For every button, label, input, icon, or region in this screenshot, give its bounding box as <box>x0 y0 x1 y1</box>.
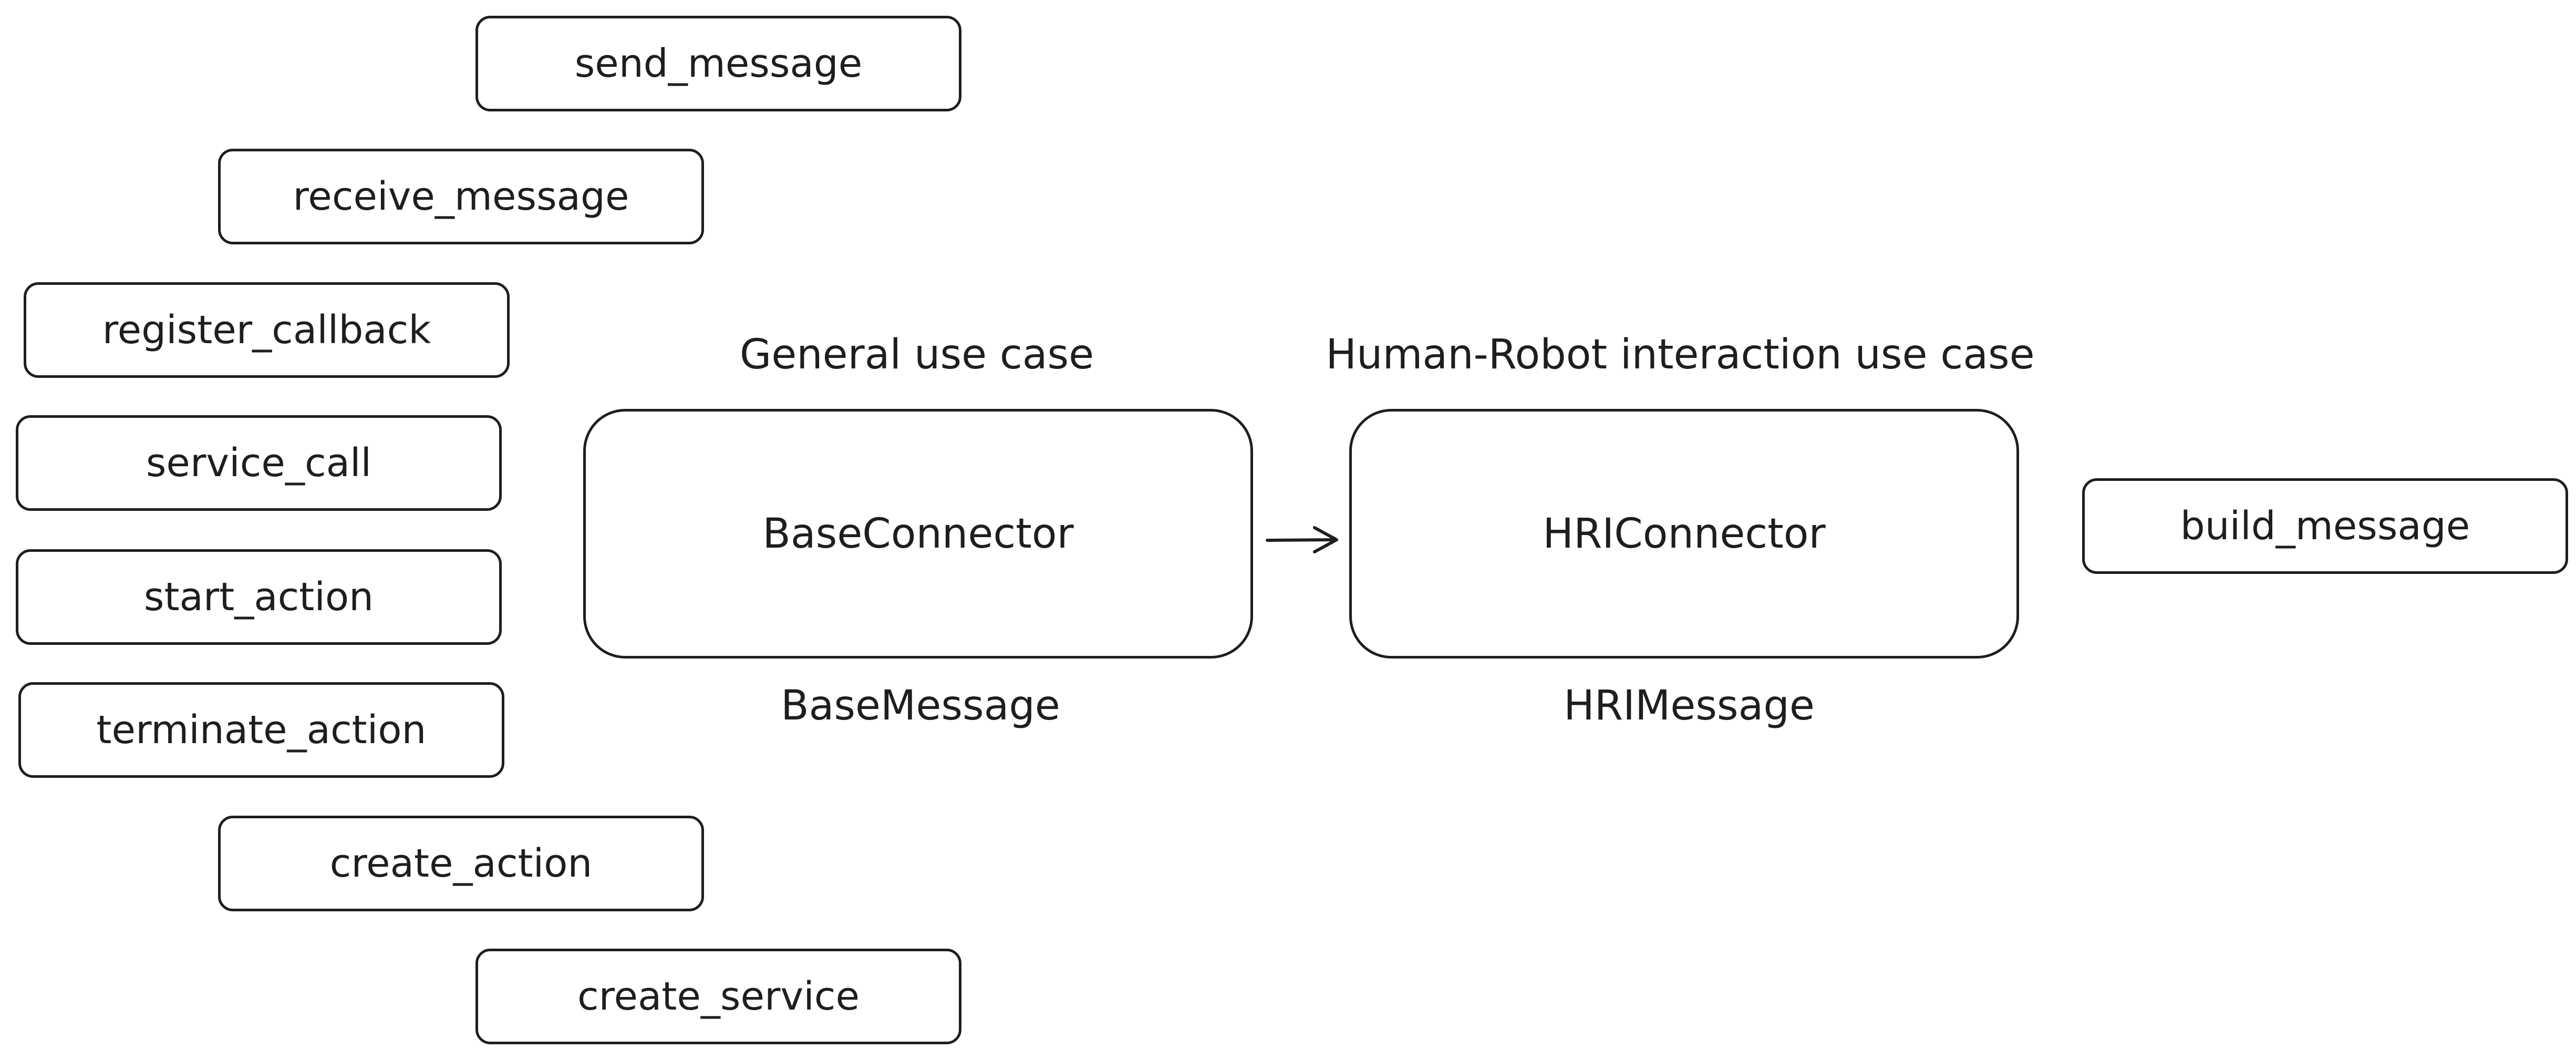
method-box-create-service: create_service <box>475 949 961 1044</box>
method-label: start_action <box>143 574 374 620</box>
method-box-receive-message: receive_message <box>218 149 704 244</box>
method-label: create_action <box>329 841 593 886</box>
method-box-start-action: start_action <box>16 549 502 645</box>
method-box-build-message: build_message <box>2082 478 2568 574</box>
method-box-terminate-action: terminate_action <box>18 682 504 778</box>
method-label: build_message <box>2180 503 2470 549</box>
method-box-register-callback: register_callback <box>24 282 510 378</box>
hri-message-label: HRIMessage <box>1564 682 1815 729</box>
method-label: register_callback <box>102 307 431 353</box>
base-connector-label: BaseConnector <box>762 510 1074 558</box>
inheritance-arrow <box>1266 526 1338 553</box>
method-label: terminate_action <box>96 707 427 753</box>
method-label: send_message <box>574 41 863 86</box>
method-label: receive_message <box>293 174 629 219</box>
base-message-label: BaseMessage <box>781 682 1060 729</box>
method-label: create_service <box>577 974 860 1019</box>
base-connector-box: BaseConnector <box>583 409 1253 659</box>
hri-header-label: Human-Robot interaction use case <box>1326 331 2035 378</box>
method-box-service-call: service_call <box>16 415 502 511</box>
hri-connector-box: HRIConnector <box>1349 409 2019 659</box>
hri-connector-label: HRIConnector <box>1543 510 1826 558</box>
method-box-create-action: create_action <box>218 816 704 911</box>
method-label: service_call <box>146 440 372 486</box>
method-box-send-message: send_message <box>475 16 961 111</box>
base-header-label: General use case <box>739 331 1094 378</box>
